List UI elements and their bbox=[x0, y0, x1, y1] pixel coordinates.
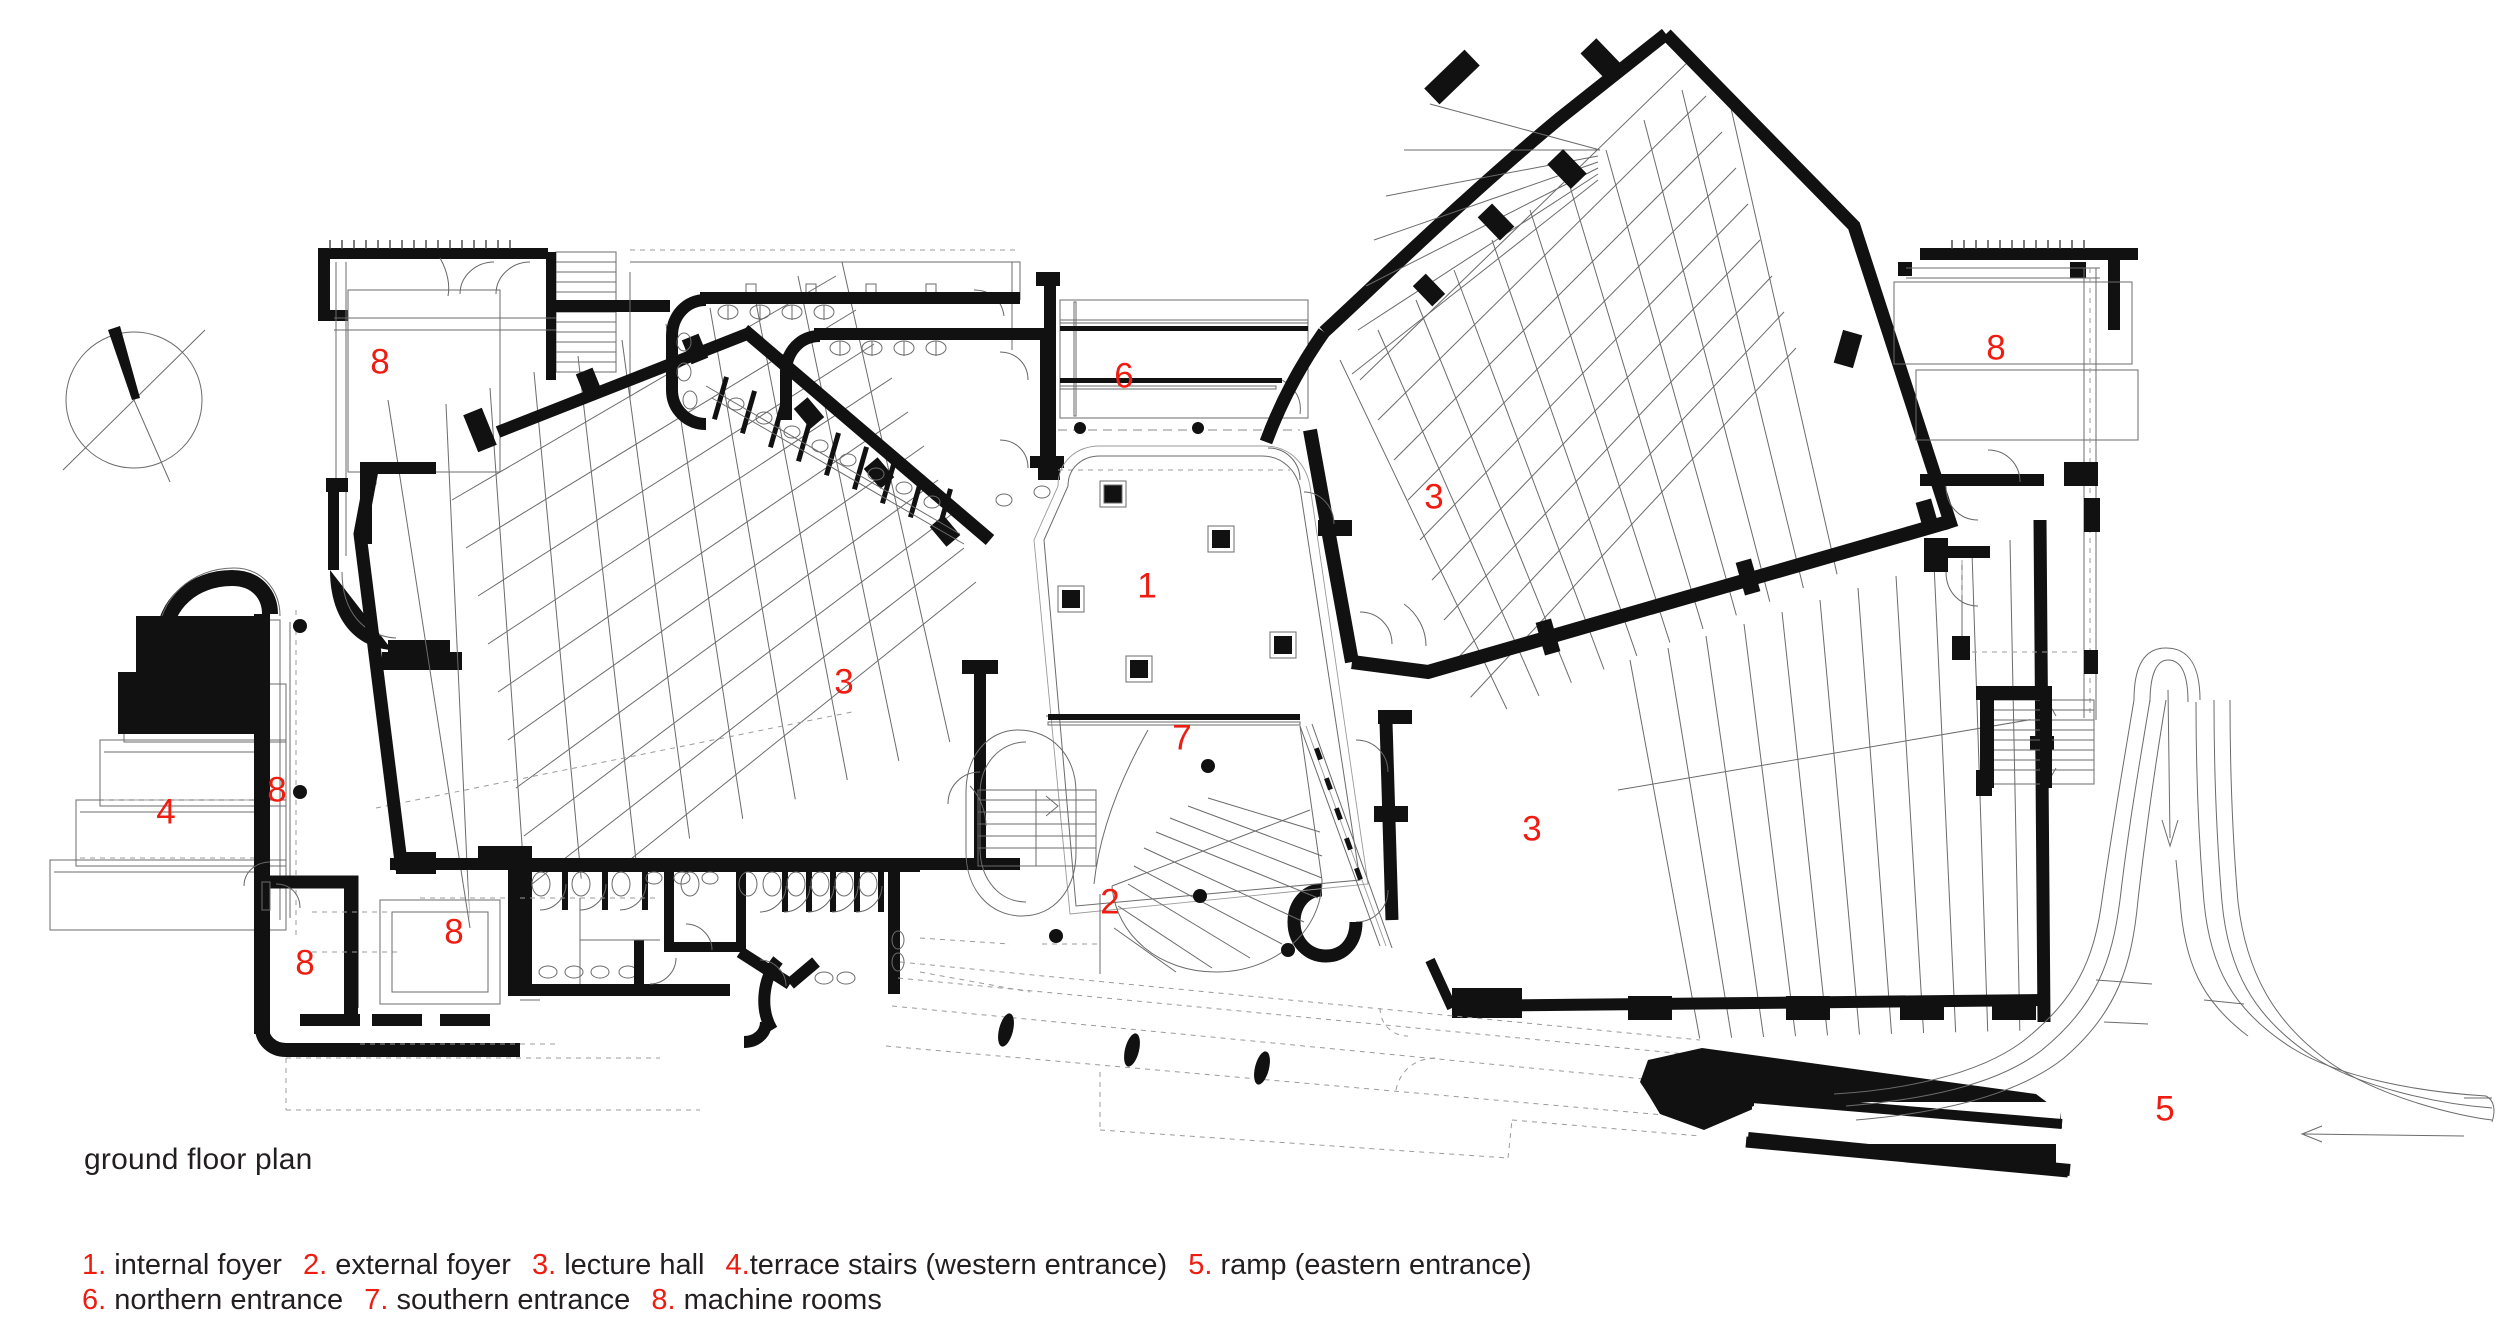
lecture-hall-south-east bbox=[1287, 519, 2054, 1040]
legend-text-2: external foyer bbox=[335, 1249, 511, 1281]
east-wing bbox=[1893, 240, 2139, 796]
internal-foyer bbox=[1033, 445, 1369, 915]
west-wing bbox=[318, 240, 1021, 670]
site-paving-lines bbox=[885, 961, 1721, 1159]
legend-number-3: 3. bbox=[531, 1249, 557, 1281]
page-title: ground floor plan bbox=[84, 1143, 313, 1176]
legend-number-1: 1. bbox=[82, 1249, 107, 1281]
compass-rose-icon bbox=[62, 326, 206, 483]
room-label-8: 8 bbox=[267, 770, 287, 810]
lecture-hall-north-east bbox=[1259, 28, 1959, 720]
foyer-columns bbox=[1057, 480, 1297, 683]
room-label-3: 3 bbox=[1424, 477, 1444, 517]
legend-number-8: 8. bbox=[651, 1284, 676, 1317]
legend-text-1: internal foyer bbox=[114, 1249, 282, 1281]
room-label-1: 1 bbox=[1137, 566, 1157, 606]
lecture-hall-west bbox=[353, 261, 1020, 929]
legend-line-1: 1. internal foyer 2. external foyer 3. l… bbox=[82, 1248, 1782, 1283]
room-label-2: 2 bbox=[1100, 882, 1120, 922]
room-label-8: 8 bbox=[1986, 328, 2006, 368]
room-label-8: 8 bbox=[444, 912, 464, 952]
room-label-4: 4 bbox=[156, 792, 176, 832]
room-label-6: 6 bbox=[1114, 356, 1134, 396]
southern-entrance-zone bbox=[965, 714, 1393, 974]
legend-number-6: 6. bbox=[82, 1284, 107, 1317]
legend-number-5: 5. bbox=[1188, 1249, 1213, 1281]
room-label-5: 5 bbox=[2155, 1089, 2175, 1129]
legend-number-7: 7. bbox=[364, 1284, 389, 1317]
room-label-3: 3 bbox=[834, 662, 854, 702]
legend-line-2: 6. northern entrance 7. southern entranc… bbox=[82, 1283, 1782, 1318]
legend-number-2: 2. bbox=[302, 1249, 328, 1281]
room-label-7: 7 bbox=[1172, 718, 1192, 758]
northern-entrance-zone bbox=[1036, 272, 1309, 480]
north-seating-band bbox=[666, 292, 1064, 545]
eastern-ramp bbox=[1640, 647, 2495, 1178]
legend-text-4: terrace stairs (western entrance) bbox=[749, 1249, 1168, 1281]
legend-text-6: northern entrance bbox=[114, 1284, 344, 1317]
room-label-3: 3 bbox=[1522, 809, 1542, 849]
room-label-8: 8 bbox=[370, 342, 390, 382]
toilet-block bbox=[300, 860, 1031, 1048]
room-label-8: 8 bbox=[295, 943, 315, 983]
legend-text-3: lecture hall bbox=[564, 1249, 705, 1281]
legend: 1. internal foyer 2. external foyer 3. l… bbox=[82, 1248, 1782, 1319]
legend-text-5: ramp (eastern entrance) bbox=[1220, 1249, 1532, 1281]
legend-text-7: southern entrance bbox=[396, 1284, 631, 1317]
terrace-stairs-west bbox=[49, 567, 700, 1111]
legend-text-8: machine rooms bbox=[683, 1284, 882, 1317]
legend-number-4: 4. bbox=[725, 1249, 750, 1281]
